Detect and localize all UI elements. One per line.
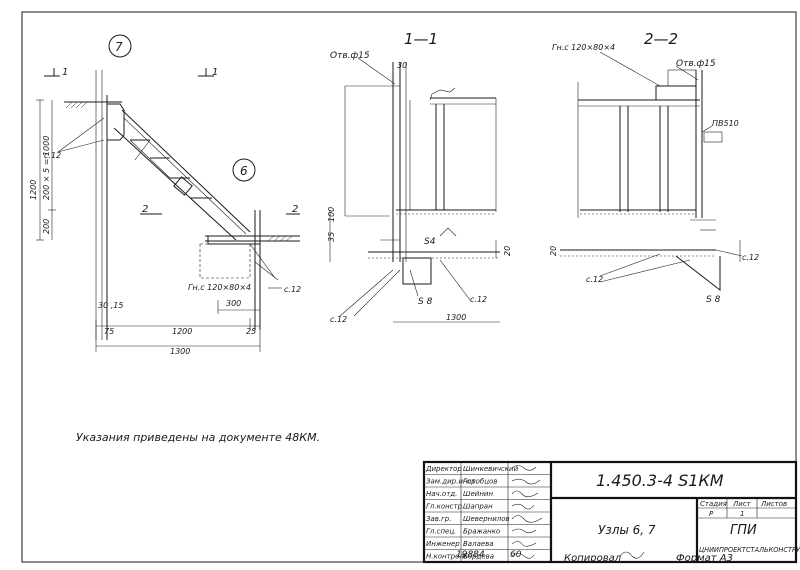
weld-label: с.12 bbox=[742, 253, 759, 262]
signature-mark bbox=[511, 528, 537, 534]
plate-label: S 8 bbox=[418, 297, 433, 307]
title-person: Шейнин bbox=[463, 490, 493, 498]
dimension-text: 30 bbox=[397, 61, 407, 70]
node-7-circle bbox=[108, 34, 132, 58]
cut-mark-label: 1 bbox=[212, 67, 218, 78]
signature-mark bbox=[511, 490, 539, 498]
organization-short: ГПИ bbox=[730, 523, 757, 538]
dimension-text: 30 ,15 bbox=[98, 301, 123, 310]
signature-mark bbox=[511, 515, 543, 523]
dimension-text: 1300 bbox=[170, 347, 190, 356]
archive-code: 19884 bbox=[456, 550, 485, 560]
weld-label: с.12 bbox=[330, 315, 347, 324]
organization-name: ЦНИИПРОЕКТСТАЛЬКОНСТРУКЦИЯ bbox=[699, 546, 800, 554]
bolt-label: ПВ510 bbox=[712, 119, 739, 128]
dimension-text: 35 bbox=[327, 232, 336, 242]
page-number: 60 bbox=[510, 550, 522, 560]
dimension-text: 20 bbox=[503, 246, 512, 256]
title-role: Директор bbox=[425, 465, 462, 473]
hole-label: Отв.ф15 bbox=[676, 59, 716, 69]
sheet-header: Лист bbox=[732, 500, 752, 508]
title-role: Инженер bbox=[426, 540, 460, 548]
dimension-text: 100 bbox=[327, 207, 336, 222]
title-person: Шапран bbox=[463, 503, 493, 511]
sheet-frame bbox=[21, 11, 797, 563]
node-6-circle bbox=[232, 158, 256, 182]
node-7-label: 7 bbox=[115, 40, 123, 54]
plate-label: S4 bbox=[424, 237, 436, 247]
weld-label: с.12 bbox=[586, 275, 603, 284]
plate-label: S 8 bbox=[706, 295, 721, 305]
signature-mark bbox=[511, 553, 535, 559]
title-person: Бражанко bbox=[463, 528, 500, 536]
cut-mark-label: 1 bbox=[62, 67, 68, 78]
section-1-title: 1—1 bbox=[404, 30, 438, 48]
dimension-text: 1200 bbox=[29, 180, 38, 200]
dimension-text: 20 bbox=[549, 246, 558, 256]
signature-mark bbox=[511, 541, 537, 547]
sheets-header: Листов bbox=[760, 500, 787, 508]
section-1-1-view bbox=[329, 57, 500, 323]
title-role: Гл.констр. bbox=[426, 503, 464, 511]
document-designation: 1.450.3-4 S1КМ bbox=[596, 471, 724, 490]
title-role: Зав.гр. bbox=[426, 515, 451, 523]
weld-label: с.12 bbox=[284, 285, 301, 294]
title-person: Валаева bbox=[463, 540, 494, 548]
title-person: Шевернилов bbox=[463, 515, 510, 523]
left-view bbox=[36, 34, 300, 352]
dimension-text: 200 × 5 = 1000 bbox=[42, 136, 51, 200]
dimension-text: 25 bbox=[246, 327, 256, 336]
title-person: Шинкевичский bbox=[463, 465, 519, 473]
stage-header: Стадия bbox=[700, 500, 727, 508]
signature-mark bbox=[511, 503, 535, 510]
channel-label: Гн.с 120×80×4 bbox=[552, 43, 615, 52]
dimension-text: 1300 bbox=[446, 313, 466, 322]
signature-mark bbox=[511, 478, 541, 485]
section-2-title: 2—2 bbox=[644, 30, 678, 48]
instructions-note: Указания приведены на документе 48КМ. bbox=[76, 431, 320, 444]
title-person: Горобцов bbox=[463, 478, 497, 486]
sheet-value: 1 bbox=[740, 510, 744, 518]
title-role: Гл.спец. bbox=[426, 528, 456, 536]
title-person: Бордева bbox=[463, 553, 494, 561]
drawing-title: Узлы 6, 7 bbox=[598, 523, 656, 537]
copied-by-label: Копировал bbox=[564, 553, 622, 564]
weld-label: с.12 bbox=[470, 295, 487, 304]
format-label: Формат А3 bbox=[676, 553, 733, 564]
channel-label: Гн.с 120×80×4 bbox=[188, 283, 251, 292]
cut-mark-label: 2 bbox=[292, 204, 298, 215]
title-block-grid bbox=[422, 460, 798, 564]
signature-mark bbox=[511, 465, 537, 471]
dimension-text: 300 bbox=[226, 299, 241, 308]
weld-label: с.12 bbox=[44, 151, 61, 160]
title-role: Зам.дир.инст. bbox=[426, 478, 478, 486]
dimension-text: 1200 bbox=[172, 327, 192, 336]
node-6-label: 6 bbox=[240, 164, 248, 178]
title-role: Н.контроль bbox=[426, 553, 468, 561]
hole-label: Отв.ф15 bbox=[330, 51, 370, 61]
title-role: Нач.отд. bbox=[426, 490, 457, 498]
copier-signature bbox=[619, 551, 645, 559]
dimension-text: 75 bbox=[104, 327, 114, 336]
stage-value: Р bbox=[709, 510, 714, 518]
section-2-2-view bbox=[560, 51, 743, 292]
dimension-text: 200 bbox=[42, 219, 51, 234]
cut-mark-label: 2 bbox=[142, 204, 148, 215]
